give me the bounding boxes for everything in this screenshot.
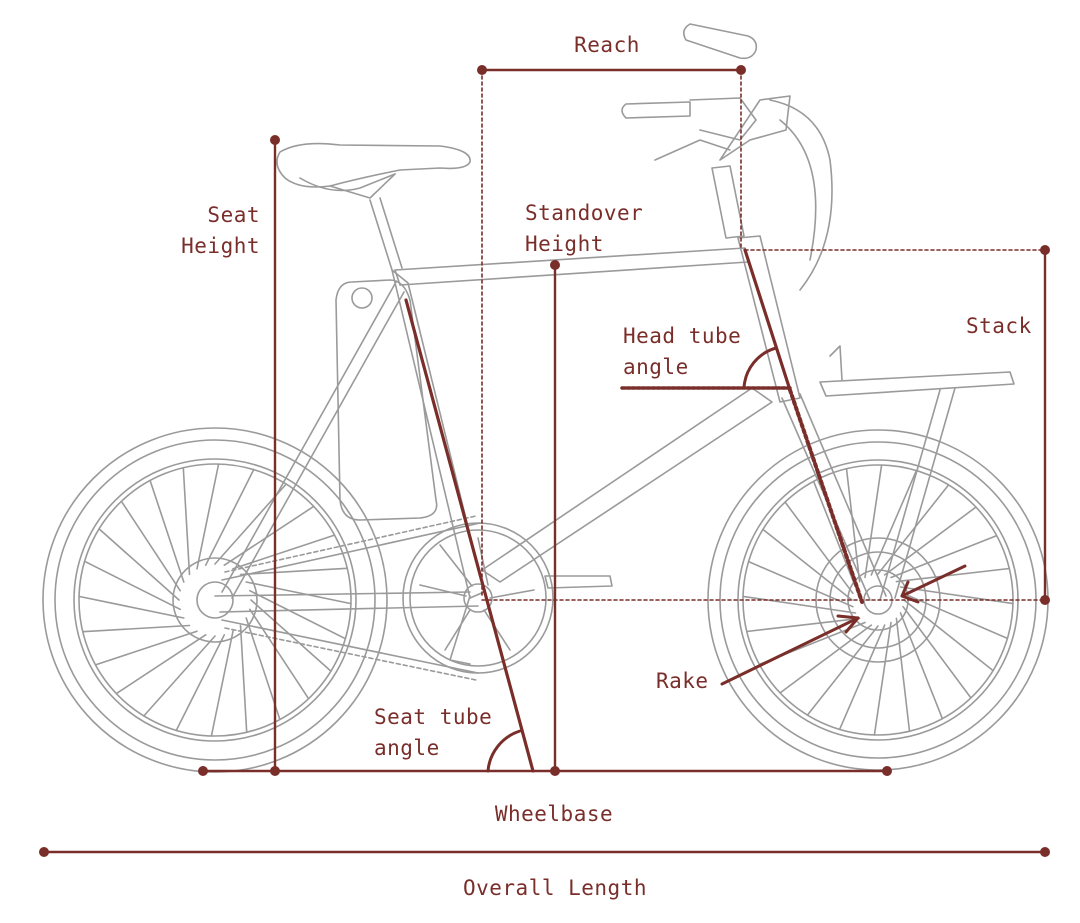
spoke (98, 528, 180, 601)
spoke (870, 469, 918, 576)
chainring (402, 522, 554, 674)
overall-length-end-dot (1040, 847, 1050, 857)
spoke (204, 468, 255, 567)
handlebar (621, 23, 833, 291)
spoke (779, 624, 873, 694)
saddle (276, 142, 471, 271)
spoke (747, 560, 854, 608)
spoke (175, 633, 226, 732)
spoke (903, 599, 994, 672)
spoke (78, 595, 185, 619)
rear-spokes (78, 463, 352, 737)
drive-belt (221, 522, 481, 674)
guide-lines (481, 69, 1046, 601)
spoke (890, 534, 998, 579)
reach-label: Reach (574, 33, 640, 57)
spoke (210, 630, 234, 737)
spoke (223, 505, 315, 567)
spoke (883, 506, 977, 576)
spoke (250, 599, 332, 672)
standover-top-dot (550, 260, 560, 270)
spoke (82, 624, 191, 633)
spoke (762, 528, 853, 601)
spoke (249, 608, 310, 700)
rear-wheel (42, 427, 388, 773)
overall-length-start-dot (39, 847, 49, 857)
seat-height-top-dot (270, 135, 280, 145)
spoke (845, 467, 861, 583)
spoke (143, 635, 216, 717)
front-spokes (742, 464, 1014, 736)
spoke (838, 624, 886, 731)
spoke (239, 567, 349, 576)
spoke (895, 567, 1011, 583)
spoke (232, 534, 336, 570)
spoke (745, 617, 861, 633)
endpoint-dots (39, 65, 1050, 857)
stack-bottom-dot (1040, 595, 1050, 605)
seat-tube-axis (404, 298, 535, 773)
wheelbase-label: Wheelbase (494, 802, 614, 826)
stack-label: Stack (966, 314, 1032, 338)
spoke (249, 589, 347, 640)
spoke (239, 624, 248, 734)
wheelbase-start-dot (198, 766, 208, 776)
standover-bottom-dot (550, 766, 560, 776)
stack-top-dot (1040, 245, 1050, 255)
seat-height-label: Seat Height (181, 203, 260, 258)
seat-tube-angle-label: Seat tube angle (374, 705, 493, 760)
spoke (115, 633, 207, 695)
pedal (544, 575, 613, 589)
spoke (742, 595, 857, 614)
spoke (120, 500, 181, 592)
reach-start-dot (477, 65, 487, 75)
spoke (877, 484, 950, 575)
rake-arrow-right-line (900, 564, 967, 598)
spoke (902, 605, 972, 699)
spoke (895, 617, 911, 733)
spoke (873, 621, 892, 736)
overall-length-label: Overall Length (462, 876, 647, 900)
cargo-rack (819, 345, 1015, 601)
spoke (245, 581, 352, 605)
frame (214, 235, 887, 613)
spoke (83, 560, 181, 611)
steering-axis-dotted (788, 388, 864, 604)
seat-height-bottom-dot (270, 766, 280, 776)
head-tube-angle-arc (742, 346, 778, 390)
rake-arrowhead-left (836, 614, 860, 634)
wheelbase-end-dot (882, 766, 892, 776)
measurement-overlay (42, 68, 1047, 854)
spoke (902, 592, 1009, 640)
spoke (94, 630, 198, 666)
seat-tube-angle-arc (486, 729, 522, 773)
spoke (784, 501, 854, 595)
reach-end-dot (736, 65, 746, 75)
standover-height-label: Standover Height (525, 201, 644, 256)
spoke (899, 586, 1014, 605)
rake-pointer-line (720, 616, 860, 686)
steering-axis-solid (743, 248, 792, 392)
head-tube-angle-label: Head tube angle (623, 324, 742, 379)
spoke (149, 479, 185, 583)
spoke (196, 463, 220, 570)
spoke (864, 464, 883, 579)
rake-arrowhead-right (900, 580, 920, 604)
bicycle-sketch (42, 23, 1049, 773)
spoke (899, 612, 944, 720)
spoke (182, 466, 191, 576)
spoke (812, 480, 857, 588)
spoke (806, 625, 879, 716)
rake-label: Rake (656, 669, 709, 693)
